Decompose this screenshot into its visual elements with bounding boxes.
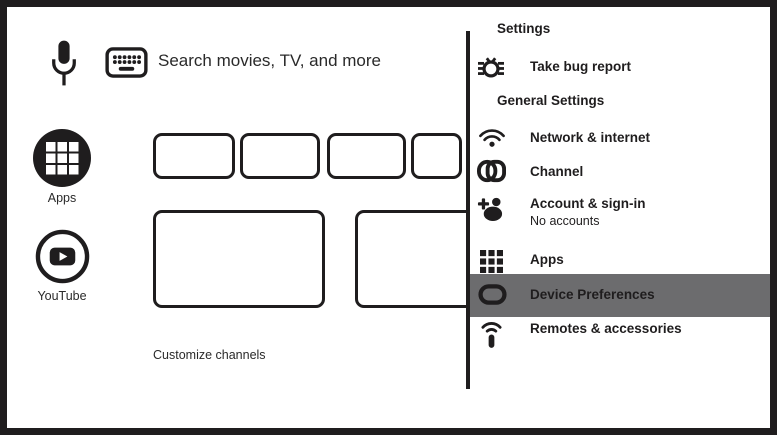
channel-tile[interactable] [327, 133, 406, 179]
customize-channels-button[interactable]: Customize channels [153, 348, 266, 362]
content-card[interactable] [355, 210, 480, 308]
youtube-icon[interactable] [35, 229, 90, 284]
settings-panel [470, 7, 770, 428]
selected-row-highlight [470, 274, 770, 317]
voice-search-microphone-icon[interactable] [50, 39, 78, 87]
panel-divider [466, 31, 470, 389]
account-status-text: No accounts [530, 214, 600, 228]
settings-item-take-bug-report[interactable]: Take bug report [530, 59, 632, 74]
channel-tile[interactable] [240, 133, 320, 179]
search-bar-label[interactable]: Search movies, TV, and more [158, 51, 382, 70]
apps-grid-icon [480, 250, 503, 273]
settings-item-account-sign-in[interactable]: Account & sign-in [530, 196, 646, 211]
content-card[interactable] [153, 210, 325, 308]
add-account-icon [477, 196, 504, 222]
bug-report-icon [478, 56, 504, 80]
settings-item-channel[interactable]: Channel [530, 164, 584, 179]
settings-item-apps[interactable]: Apps [530, 252, 564, 267]
remote-icon [481, 318, 502, 350]
device-preferences-icon [478, 284, 507, 305]
settings-item-network-internet[interactable]: Network & internet [530, 130, 651, 145]
channel-icon [477, 159, 506, 183]
channel-tile[interactable] [411, 133, 462, 179]
settings-item-remotes-accessories[interactable]: Remotes & accessories [530, 321, 682, 336]
general-settings-section-header: General Settings [497, 93, 605, 108]
wifi-icon [479, 128, 505, 148]
apps-launcher-label: Apps [47, 191, 77, 205]
apps-circle-icon[interactable] [33, 129, 91, 187]
youtube-launcher-label: YouTube [37, 289, 87, 303]
channel-tile[interactable] [153, 133, 235, 179]
settings-item-device-preferences[interactable]: Device Preferences [530, 287, 655, 302]
keyboard-icon[interactable] [105, 47, 148, 78]
settings-panel-title: Settings [497, 21, 551, 36]
